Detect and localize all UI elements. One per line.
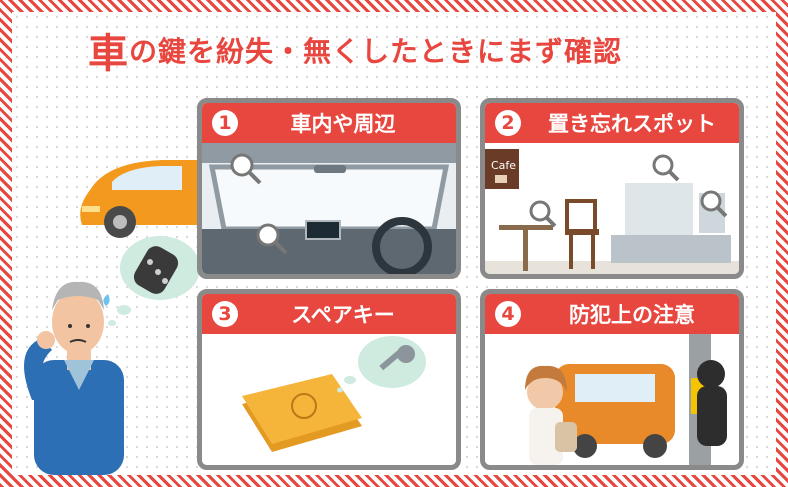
- key-thought-bubble: [337, 336, 426, 393]
- passbook-illustration: [242, 374, 362, 452]
- card-number-badge: 3: [212, 301, 238, 327]
- left-illustration: [24, 160, 200, 475]
- card-title: 置き忘れスポット: [548, 112, 716, 136]
- security-illustration: [485, 334, 739, 465]
- card-title: スペアキー: [291, 303, 395, 327]
- cafe-illustration: Cafe: [485, 143, 739, 274]
- card-header: 4 防犯上の注意: [485, 294, 739, 334]
- title-lead: 車: [88, 31, 129, 77]
- worried-man-illustration: [24, 281, 124, 475]
- car-interior-illustration: [202, 143, 456, 274]
- card-inside-car: 1 車内や周辺: [197, 98, 461, 279]
- page-title: 車の鍵を紛失・無くしたときにまず確認: [88, 20, 622, 80]
- card-title: 車内や周辺: [290, 112, 396, 136]
- magnifier-icon: [256, 223, 288, 255]
- cafe-sign-text: Cafe: [491, 159, 516, 172]
- card-forgotten-spots: 2 置き忘れスポット Cafe: [480, 98, 744, 279]
- magnifier-icon: [529, 200, 557, 228]
- card-security-caution: 4 防犯上の注意: [480, 289, 744, 470]
- card-number-badge: 2: [495, 110, 521, 136]
- thief-silhouette: [697, 360, 727, 446]
- key-thought-bubble: [108, 236, 200, 326]
- magnifier-icon: [230, 153, 262, 185]
- card-spare-key: 3 スペアキー: [197, 289, 461, 470]
- card-number-badge: 1: [212, 110, 238, 136]
- card-title: 防犯上の注意: [569, 303, 695, 327]
- woman-illustration: [525, 365, 577, 465]
- card-header: 3 スペアキー: [202, 294, 456, 334]
- card-header: 2 置き忘れスポット: [485, 103, 739, 143]
- orange-car-illustration: [555, 364, 675, 458]
- magnifier-icon: [700, 190, 728, 218]
- title-rest: の鍵を紛失・無くしたときにまず確認: [129, 35, 623, 68]
- spare-key-illustration: [202, 334, 456, 465]
- card-header: 1 車内や周辺: [202, 103, 456, 143]
- card-number-badge: 4: [495, 301, 521, 327]
- orange-car-illustration: [80, 160, 197, 238]
- magnifier-icon: [652, 154, 680, 182]
